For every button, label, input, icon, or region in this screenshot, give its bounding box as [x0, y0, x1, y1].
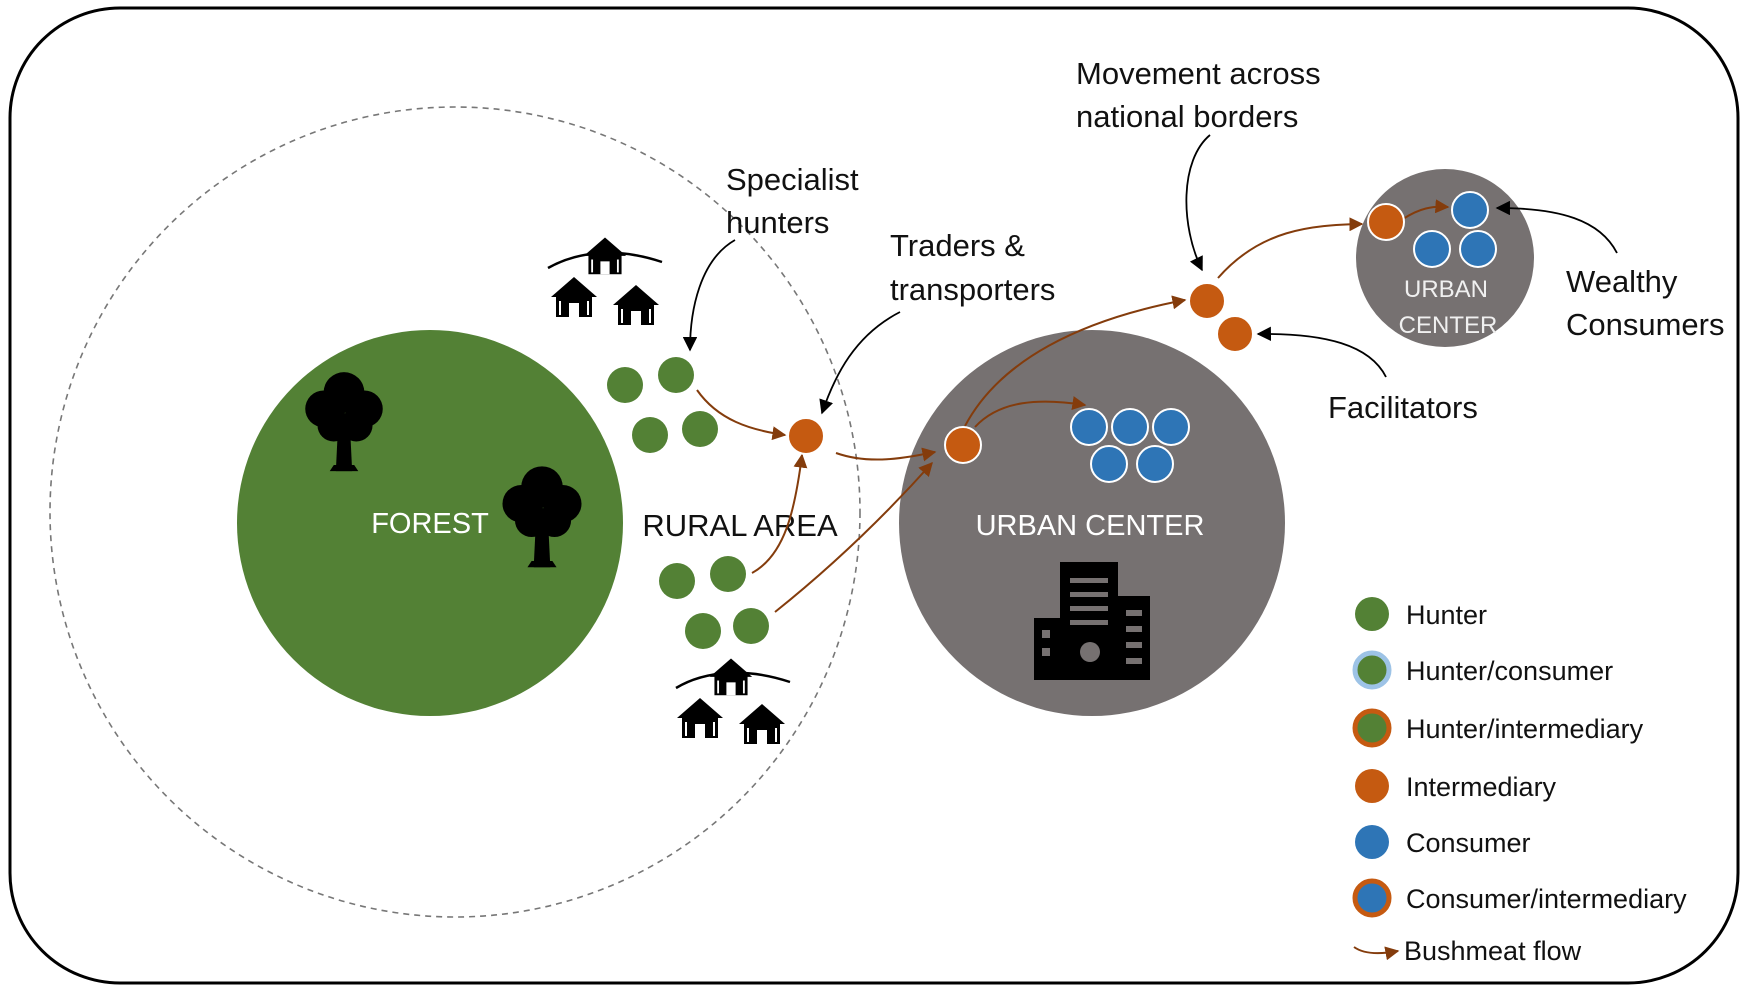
annotation-arrow [819, 311, 901, 415]
intermediary-node [1216, 315, 1254, 353]
bushmeat-flows [696, 199, 1450, 613]
legend-label: Consumer [1406, 828, 1531, 858]
legend-item-hunter-consumer: Hunter/consumer [1352, 650, 1613, 690]
hut-icon [738, 703, 786, 745]
flow-arrow [964, 295, 1187, 427]
flow-arrow [835, 447, 937, 462]
annotation-arrow [682, 239, 736, 352]
flow-arrow [751, 453, 808, 574]
wealthy-consumers-label: Consumers [1566, 307, 1725, 342]
urban-center-small-label: URBAN [1404, 276, 1488, 303]
rural-area-boundary [49, 106, 861, 918]
legend-label: Bushmeat flow [1404, 936, 1582, 966]
annotation-arrows [682, 134, 1618, 415]
hut-cluster-bottom [675, 657, 791, 745]
legend-label: Hunter/consumer [1406, 656, 1613, 686]
flow-arrow [1217, 217, 1364, 279]
hunter-node [733, 608, 769, 644]
hunter-node [659, 563, 695, 599]
legend-swatch [1352, 650, 1392, 690]
hunter-node [685, 613, 721, 649]
traders-transporters-label: transporters [890, 272, 1055, 307]
hut-icon [708, 657, 754, 697]
legend-swatch [1352, 708, 1392, 748]
flow-arrow [1402, 199, 1450, 220]
intermediary-node [1367, 203, 1405, 241]
consumer-node [1451, 191, 1489, 229]
consumer-node [1111, 408, 1149, 446]
legend-item-intermediary: Intermediary [1355, 769, 1557, 803]
forest-label: FOREST [371, 508, 489, 540]
legend-item-consumer-intermediary: Consumer/intermediary [1352, 878, 1687, 918]
movement-borders-label: national borders [1076, 99, 1298, 134]
legend-swatch [1355, 769, 1389, 803]
intermediary-node [1188, 282, 1226, 320]
traders-transporters-label: Traders & [890, 228, 1025, 263]
hunter-nodes [607, 357, 769, 649]
legend-swatch [1352, 878, 1392, 918]
intermediary-node [787, 417, 825, 455]
consumer-node [1152, 408, 1190, 446]
building-icon [1034, 562, 1150, 680]
annotation-arrow [1495, 200, 1618, 254]
hunter-node [682, 411, 718, 447]
outer-frame [8, 6, 1740, 985]
legend-label: Hunter/intermediary [1406, 714, 1644, 744]
flow-arrow [774, 461, 933, 613]
consumer-node [1413, 230, 1451, 268]
specialist-hunters-label: hunters [726, 205, 829, 240]
flow-arrow [696, 389, 787, 441]
urban-center-label: URBAN CENTER [976, 510, 1205, 542]
annotation-arrow [1256, 326, 1387, 378]
legend-label: Consumer/intermediary [1406, 884, 1687, 914]
legend-label: Hunter [1406, 600, 1487, 630]
legend-swatch [1355, 597, 1389, 631]
hut-cluster-top [547, 236, 663, 326]
hunter-node [607, 367, 643, 403]
consumer-nodes [1070, 191, 1497, 483]
hut-icon [582, 236, 628, 276]
annotation-arrow [1185, 134, 1211, 272]
facilitators-label: Facilitators [1328, 390, 1478, 425]
consumer-node [1090, 445, 1128, 483]
specialist-hunters-label: Specialist [726, 162, 859, 197]
hut-icon [550, 276, 598, 318]
hunter-node [632, 417, 668, 453]
hunter-node [658, 357, 694, 393]
rural-area-label: RURAL AREA [642, 508, 838, 543]
legend-flow-arrow [1353, 946, 1400, 961]
consumer-node [1136, 445, 1174, 483]
hut-icon [676, 697, 724, 739]
hunter-node [710, 556, 746, 592]
legend-label: Intermediary [1406, 772, 1557, 802]
flow-arrow [974, 396, 1087, 428]
legend-item-consumer: Consumer [1355, 825, 1531, 859]
legend-swatch [1355, 825, 1389, 859]
legend-item-bushmeat-flow: Bushmeat flow [1353, 936, 1582, 966]
intermediary-node [944, 426, 982, 464]
legend-item-hunter-intermediary: Hunter/intermediary [1352, 708, 1644, 748]
legend: Hunter Hunter/consumer Hunter/intermedia… [1352, 597, 1687, 966]
consumer-node [1459, 230, 1497, 268]
wealthy-consumers-label: Wealthy [1566, 264, 1678, 299]
urban-center-small-label: CENTER [1399, 312, 1498, 339]
legend-item-hunter: Hunter [1355, 597, 1487, 631]
hut-icon [612, 284, 660, 326]
intermediary-nodes [787, 203, 1405, 464]
movement-borders-label: Movement across [1076, 56, 1321, 91]
consumer-node [1070, 408, 1108, 446]
